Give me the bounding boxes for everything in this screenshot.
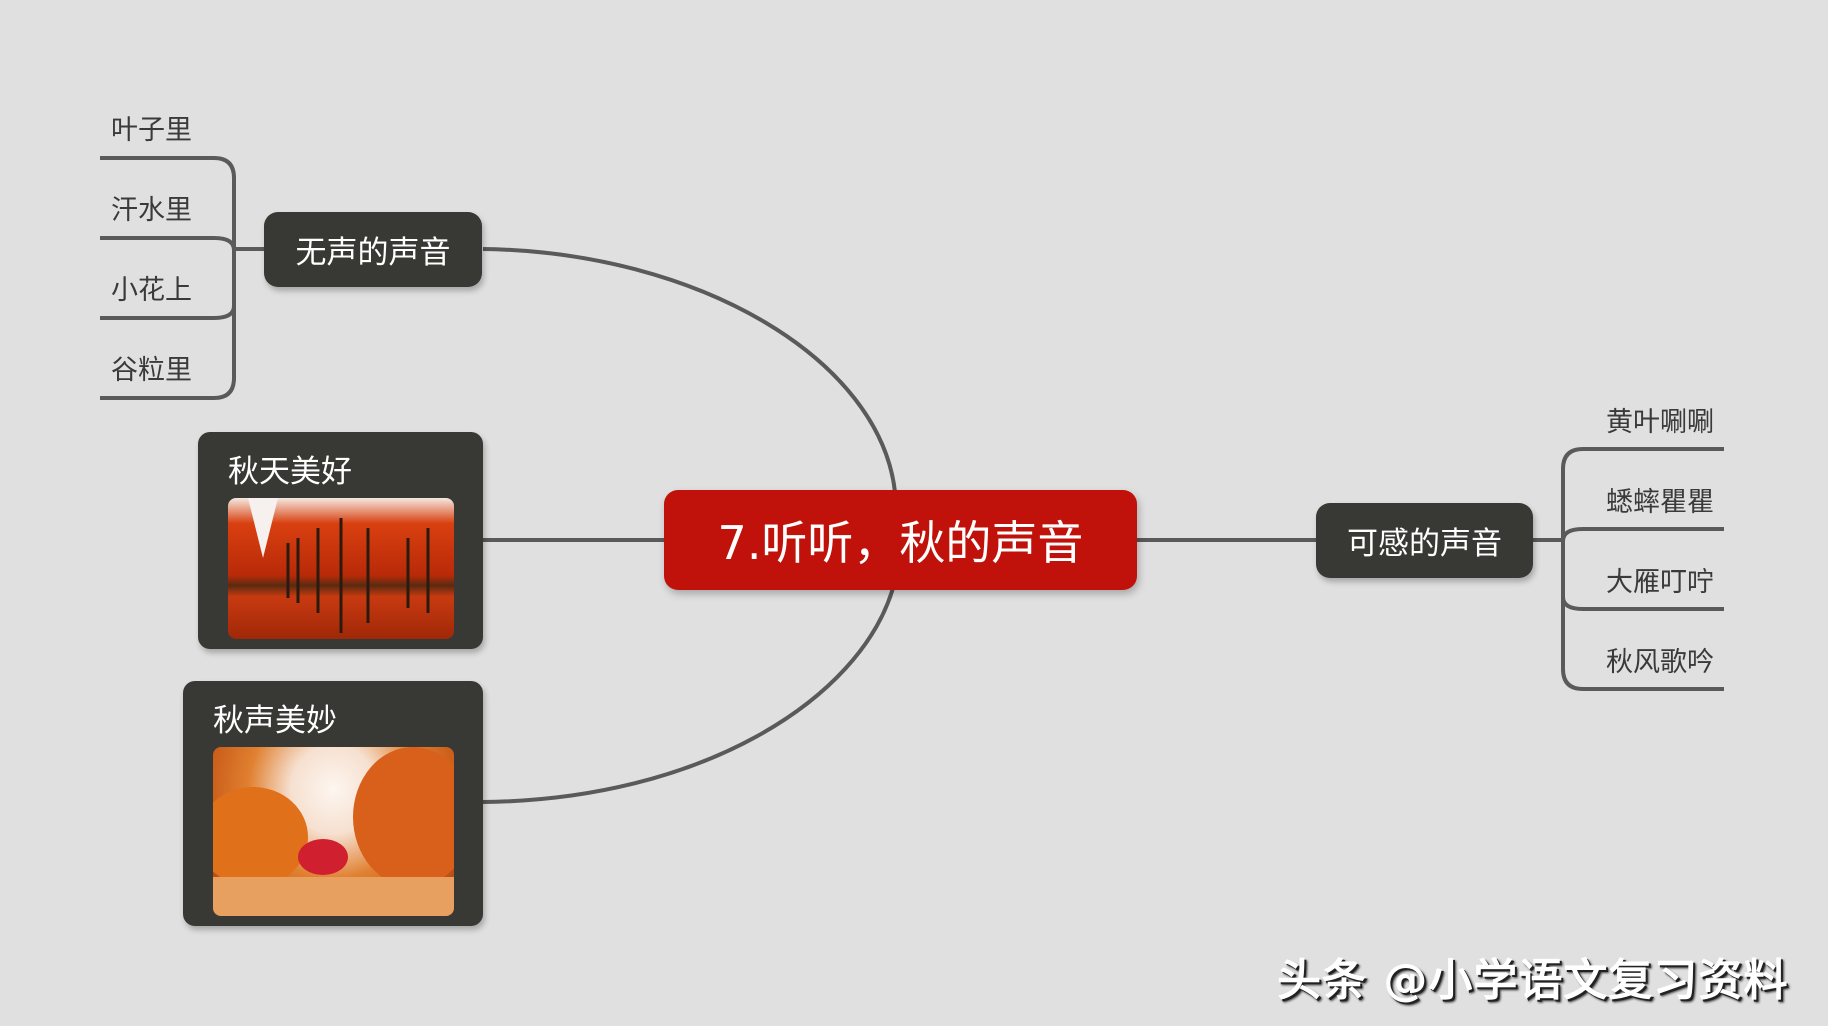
watermark: 头条 @小学语文复习资料 — [1277, 955, 1789, 1006]
central-topic-label: 7.听听，秋的声音 — [717, 516, 1084, 570]
leaf-right-1[interactable]: 黄叶唰唰 — [1606, 407, 1714, 438]
card-autumn-sound[interactable]: 秋声美妙 — [183, 681, 483, 926]
silent-sound-node[interactable]: 无声的声音 — [264, 212, 482, 287]
card-title: 秋声美妙 — [213, 703, 337, 739]
leaf-left-4[interactable]: 谷粒里 — [111, 355, 192, 386]
autumn-falling-leaves-photo — [213, 747, 454, 916]
leaf-left-1[interactable]: 叶子里 — [111, 115, 192, 146]
leaf-left-3[interactable]: 小花上 — [111, 275, 192, 306]
autumn-tree-avenue-photo — [228, 498, 454, 639]
silent-sound-label: 无声的声音 — [295, 235, 451, 271]
leaf-right-4[interactable]: 秋风歌吟 — [1606, 647, 1714, 678]
leaf-left-2[interactable]: 汗水里 — [111, 195, 192, 226]
central-topic[interactable]: 7.听听，秋的声音 — [664, 490, 1137, 590]
card-autumn-beautiful[interactable]: 秋天美好 — [198, 432, 483, 649]
leaf-right-3[interactable]: 大雁叮咛 — [1606, 567, 1714, 598]
card-title: 秋天美好 — [228, 454, 352, 490]
leaf-right-2[interactable]: 蟋蟀瞿瞿 — [1606, 487, 1714, 518]
perceptible-sound-label: 可感的声音 — [1347, 526, 1502, 562]
perceptible-sound-node[interactable]: 可感的声音 — [1316, 503, 1533, 578]
